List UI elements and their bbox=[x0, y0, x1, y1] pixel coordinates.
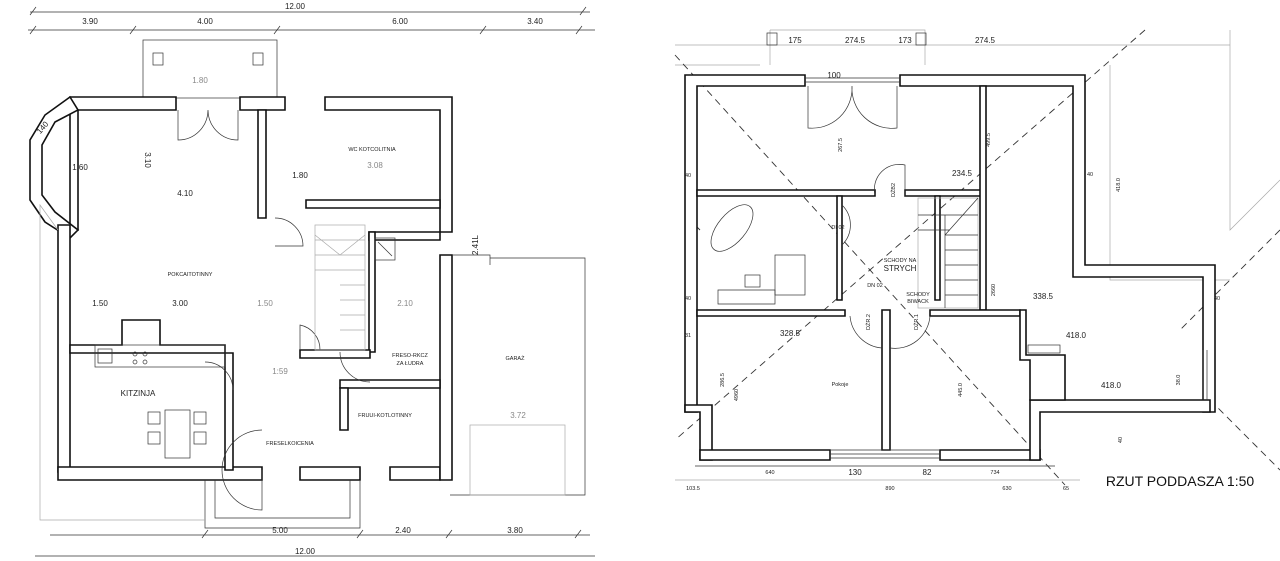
dim-label: 1.50 bbox=[92, 299, 108, 308]
dim-label: 6.00 bbox=[392, 17, 408, 26]
dim-label: 274.5 bbox=[975, 36, 996, 45]
doors bbox=[177, 109, 371, 511]
dim-label: 4.00 bbox=[197, 17, 213, 26]
outer-walls bbox=[29, 95, 453, 481]
dim-total-bottom: 12.00 bbox=[295, 547, 316, 556]
attic-doors bbox=[807, 85, 931, 349]
dim-label: 40 bbox=[1118, 437, 1124, 443]
dimension-lines-top bbox=[28, 6, 595, 35]
dim-label: 2.41L bbox=[471, 234, 480, 255]
dimension-lines-bottom bbox=[35, 529, 595, 557]
dim-label: 234.5 bbox=[952, 169, 973, 178]
balcony bbox=[142, 39, 278, 99]
dim-label: 38.0 bbox=[1176, 375, 1182, 386]
room-label-attic: STRYCH bbox=[884, 264, 917, 273]
dim-label: 1:59 bbox=[272, 367, 288, 376]
door-label: DŹB2 bbox=[890, 183, 897, 197]
dim-label: 40 bbox=[685, 173, 691, 179]
room-label-stairs-down: SCHODY bbox=[906, 292, 930, 298]
dim-label: 103.5 bbox=[686, 486, 700, 492]
dim-label: 130 bbox=[848, 468, 862, 477]
dim-label: 640 bbox=[765, 470, 774, 476]
attic-outer-walls bbox=[684, 74, 1216, 461]
attic-plan: 175 274.5 173 274.5 100 267.5 499.5 234.… bbox=[674, 29, 1280, 492]
door-label: DI 02 bbox=[831, 225, 844, 231]
dim-label: 65 bbox=[1063, 486, 1069, 492]
dim-label: 4.10 bbox=[177, 189, 193, 198]
dim-label: 2660 bbox=[991, 284, 997, 296]
room-label-hall: FRESELKOICENIA bbox=[266, 441, 314, 447]
dim-label: 630 bbox=[1002, 486, 1011, 492]
diagonal-roof-lines bbox=[674, 29, 1280, 486]
dim-label: 1.60 bbox=[72, 163, 88, 172]
roof-outline bbox=[675, 29, 1280, 281]
room-label-bathroom-sub: ZA ŁUDRA bbox=[397, 361, 424, 367]
dim-total-top: 12.00 bbox=[285, 2, 306, 11]
entrance-porch bbox=[204, 480, 361, 529]
dim-label: 2.40 bbox=[395, 526, 411, 535]
dim-label: 3.00 bbox=[172, 299, 188, 308]
dim-label: 40 bbox=[685, 296, 691, 302]
door-label: DN 02 bbox=[867, 283, 883, 289]
dim-label: 175 bbox=[788, 36, 802, 45]
dim-label: 418.0 bbox=[1116, 178, 1122, 192]
attic-staircase bbox=[917, 197, 979, 309]
room-label-stairs-down-sub: BIWACK bbox=[907, 299, 929, 305]
dim-label: 1.50 bbox=[257, 299, 273, 308]
dim-label: 418.0 bbox=[1101, 381, 1122, 390]
dim-label: 40 bbox=[1087, 172, 1093, 178]
dim-label: 328.5 bbox=[780, 329, 801, 338]
inner-walls bbox=[69, 109, 441, 471]
attic-plan-title: RZUT PODDASZA 1:50 bbox=[1106, 473, 1255, 489]
dim-label: 286.5 bbox=[720, 373, 726, 387]
dim-label: 734 bbox=[990, 470, 999, 476]
room-label-rooms: Pokoje bbox=[832, 382, 849, 388]
dim-label: 40 bbox=[1214, 296, 1220, 302]
terrace-outline bbox=[39, 203, 205, 521]
attic-windows bbox=[805, 77, 1208, 459]
staircase bbox=[314, 224, 366, 351]
room-label-boiler-room: WC KOTCOLITNIA bbox=[348, 147, 396, 153]
dim-label: 3.80 bbox=[507, 526, 523, 535]
dim-label: 890 bbox=[885, 486, 894, 492]
bathroom-fixtures bbox=[710, 204, 1061, 354]
dim-label: 2.10 bbox=[397, 299, 413, 308]
room-label-living-room: POKCAITOTINNY bbox=[168, 272, 213, 278]
room-label-garage: GARAŻ bbox=[506, 355, 526, 362]
room-label-utility: FRUUI-KOTLOTINNY bbox=[358, 413, 412, 419]
dim-label: 4960 bbox=[734, 389, 740, 401]
door-label: DŹR.1 bbox=[913, 314, 920, 330]
dim-label: 3.90 bbox=[82, 17, 98, 26]
dim-label: 82 bbox=[923, 468, 932, 477]
dim-label: 418.0 bbox=[1066, 331, 1087, 340]
kitchen-furniture bbox=[94, 237, 396, 459]
dim-label: 445.0 bbox=[958, 383, 964, 397]
dim-label: 3.72 bbox=[510, 411, 526, 420]
dim-label: 5.00 bbox=[272, 526, 288, 535]
dim-label: 1.80 bbox=[192, 76, 208, 85]
dim-label: 338.5 bbox=[1033, 292, 1054, 301]
attic-inner-walls bbox=[696, 85, 1066, 451]
dim-label: 499.5 bbox=[986, 133, 992, 147]
garage-door bbox=[469, 424, 566, 496]
dim-label: 1.80 bbox=[292, 171, 308, 180]
dim-label: 100 bbox=[827, 71, 841, 80]
dim-label: 3.08 bbox=[367, 161, 383, 170]
ground-floor-plan: 12.00 3.90 4.00 6.00 3.40 1.80 140 1.60 … bbox=[28, 2, 595, 557]
room-label-kitchen: KITZINJA bbox=[121, 389, 156, 398]
dim-label: 267.5 bbox=[838, 138, 844, 152]
dim-label: 31 bbox=[685, 333, 691, 339]
dim-label: 274.5 bbox=[845, 36, 866, 45]
room-label-stairs: SCHODY NA bbox=[884, 258, 917, 264]
door-label: DŹR.2 bbox=[865, 314, 872, 330]
room-label-bathroom: FRESO-RKCZ bbox=[392, 353, 428, 359]
dim-label: 173 bbox=[898, 36, 912, 45]
dim-label: 3.40 bbox=[527, 17, 543, 26]
dim-label: 3.10 bbox=[143, 152, 152, 168]
